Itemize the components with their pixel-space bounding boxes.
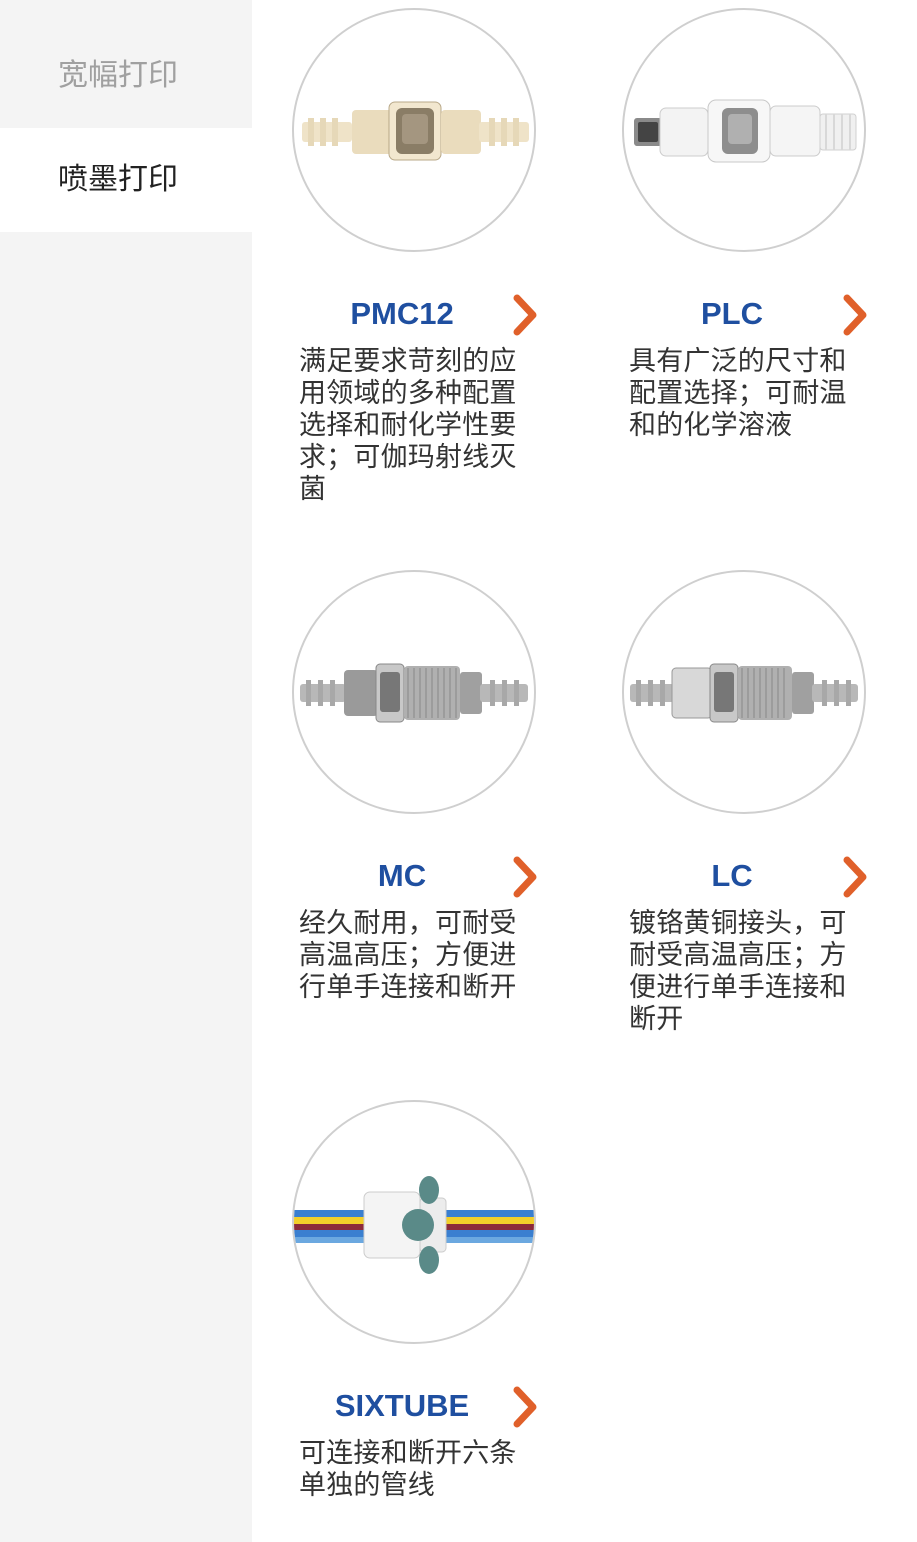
category-sidebar: 宽幅打印 喷墨打印	[0, 0, 252, 1542]
product-name[interactable]: LC	[711, 858, 753, 893]
chevron-right-icon[interactable]	[840, 856, 870, 898]
product-name[interactable]: MC	[377, 858, 427, 893]
chevron-right-icon[interactable]	[510, 1386, 540, 1428]
product-description: 满足要求苛刻的应用领域的多种配置选择和耐化学性要求；可伽玛射线灭菌	[299, 346, 517, 505]
product-image-lc	[622, 570, 866, 814]
product-image-mc	[292, 570, 536, 814]
product-image-plc	[622, 8, 866, 252]
product-description: 可连接和断开六条单独的管线	[299, 1438, 517, 1501]
product-description: 具有广泛的尺寸和配置选择；可耐温和的化学溶液	[629, 346, 847, 441]
product-description: 经久耐用，可耐受高温高压；方便进行单手连接和断开	[299, 908, 517, 1003]
product-name[interactable]: PLC	[701, 296, 763, 331]
sidebar-item-wide-format[interactable]: 宽幅打印	[58, 58, 178, 93]
sidebar-item-inkjet[interactable]: 喷墨打印	[0, 128, 252, 232]
product-image-sixtube	[292, 1100, 536, 1344]
product-grid: PMC12 满足要求苛刻的应用领域的多种配置选择和耐化学性要求；可伽玛射线灭菌	[252, 0, 917, 1542]
product-description: 镀铬黄铜接头，可耐受高温高压；方便进行单手连接和断开	[629, 908, 847, 1035]
chevron-right-icon[interactable]	[510, 294, 540, 336]
chevron-right-icon[interactable]	[510, 856, 540, 898]
product-name[interactable]: SIXTUBE	[334, 1388, 470, 1423]
chevron-right-icon[interactable]	[840, 294, 870, 336]
product-name[interactable]: PMC12	[350, 296, 454, 331]
product-image-pmc12	[292, 8, 536, 252]
